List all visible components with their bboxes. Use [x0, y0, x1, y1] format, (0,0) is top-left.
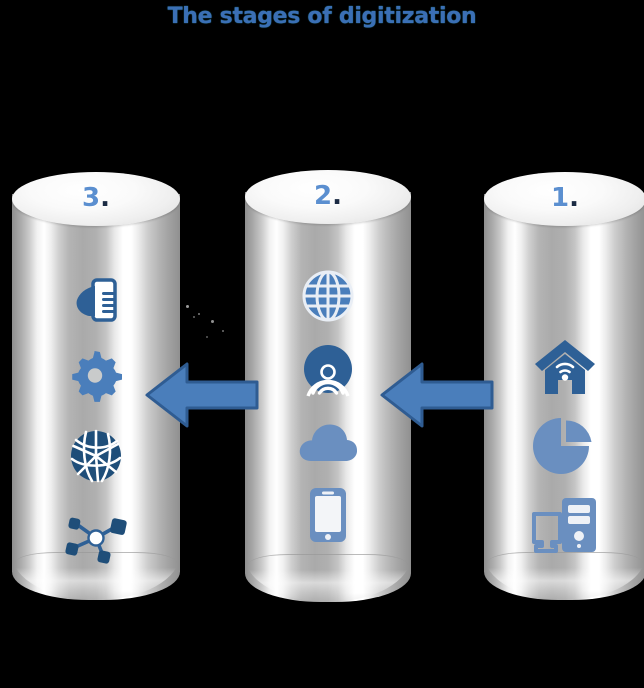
gear-icon	[70, 350, 122, 402]
cylinder-3-number: 3.	[82, 183, 110, 213]
speck-dot	[211, 320, 214, 323]
globe-icon	[302, 270, 354, 322]
pie-chart-icon	[533, 416, 597, 476]
cylinder-2-bottom-rim	[245, 556, 411, 602]
cylinder-3-top: 3.	[12, 172, 180, 226]
network-nodes-icon	[63, 510, 129, 566]
cylinder-1-number-value: 1	[551, 182, 570, 213]
arrow-stage-1-to-2	[378, 356, 496, 434]
cylinder-1-icon-column	[484, 338, 644, 554]
cylinder-1-number: 1.	[551, 183, 579, 213]
cylinder-2-number-dot: .	[332, 180, 342, 211]
cylinder-2-top: 2.	[245, 170, 411, 224]
wireless-signal-icon	[300, 344, 356, 398]
cylinder-1: 1.	[484, 172, 644, 600]
cylinder-2-number-value: 2	[314, 180, 333, 211]
globe-network-sphere-icon	[68, 428, 124, 484]
smartphone-icon	[308, 486, 348, 544]
cylinder-2-number: 2.	[314, 181, 342, 211]
cylinder-3-icon-column	[12, 276, 180, 566]
cylinder-1-bottom-edge	[487, 552, 643, 574]
hand-holding-phone-icon	[71, 276, 121, 324]
speck-dot	[206, 336, 208, 338]
speck-dot	[222, 330, 224, 332]
speck-dot	[186, 305, 189, 308]
cylinder-3-number-value: 3	[82, 182, 101, 213]
cylinder-1-number-dot: .	[569, 182, 579, 213]
desktop-computer-icon	[530, 496, 600, 554]
cylinder-1-bottom-rim	[484, 554, 644, 600]
cylinder-1-top: 1.	[484, 172, 644, 226]
cylinder-2-icon-column	[245, 270, 411, 544]
speck-dot	[198, 313, 200, 315]
cloud-icon	[297, 420, 359, 464]
speck-dot	[193, 316, 195, 318]
smart-home-icon	[533, 338, 597, 396]
cylinder-3-number-dot: .	[100, 182, 110, 213]
cylinder-2-bottom-edge	[248, 554, 408, 576]
page-title: The stages of digitization	[167, 4, 477, 29]
arrow-stage-2-to-3	[143, 356, 261, 434]
